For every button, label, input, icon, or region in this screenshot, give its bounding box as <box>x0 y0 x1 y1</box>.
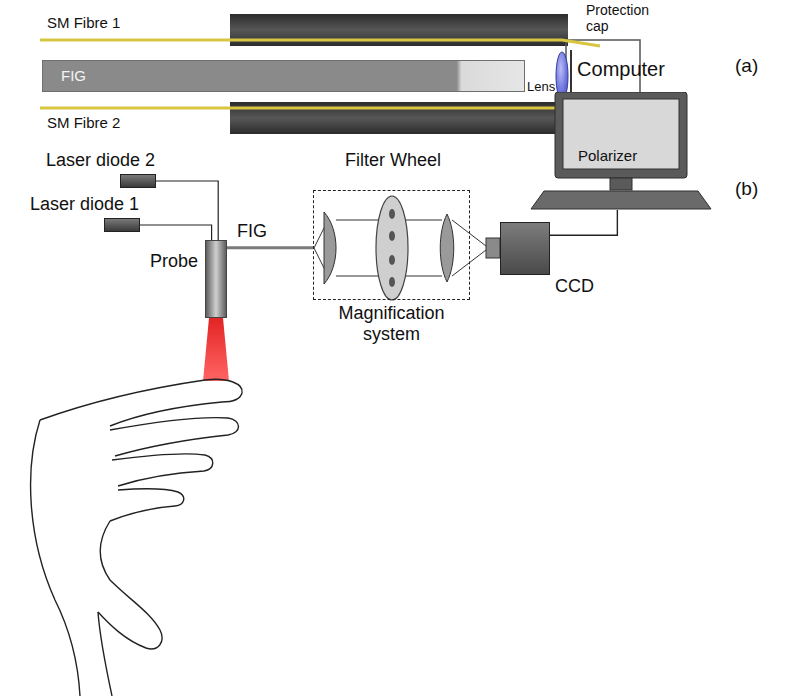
node-label: CCD <box>555 276 594 297</box>
node-label: FIG <box>61 67 86 84</box>
ccd-adapter <box>486 238 500 258</box>
lens <box>440 214 454 282</box>
hand <box>31 420 80 696</box>
sm-fibre <box>40 102 600 108</box>
connector-line <box>550 210 617 235</box>
ccd-camera: CCD <box>500 222 550 275</box>
sm-fibre <box>40 40 600 46</box>
panel-label: (a) <box>735 55 758 77</box>
hand <box>31 379 243 696</box>
magnification-optics <box>452 220 486 246</box>
node-label: Probe <box>150 251 198 272</box>
probe: Probe <box>205 240 227 318</box>
fibre-image-guide <box>227 246 313 249</box>
monitor-stand <box>610 178 632 190</box>
monitor <box>555 92 687 178</box>
part-label: Lens <box>527 80 555 95</box>
panel-label: (b) <box>735 178 758 200</box>
lens <box>324 212 336 284</box>
magnification-optics <box>452 250 486 276</box>
node-label: Computer <box>530 58 712 81</box>
filter-wheel <box>376 196 408 300</box>
part-label: Protection cap <box>586 2 662 34</box>
magnification-system: Magnification system <box>313 190 470 300</box>
magnification-optics <box>389 209 395 219</box>
magnification-optics <box>389 231 395 241</box>
connector-label: FIG <box>235 221 269 242</box>
hand <box>98 521 162 649</box>
hand <box>110 489 184 521</box>
laser-diode: Laser diode 1 <box>104 218 140 232</box>
magnification-optics <box>389 277 395 287</box>
hand <box>40 379 242 426</box>
hand <box>110 418 239 456</box>
laser-beam <box>203 318 229 381</box>
connector-line <box>140 225 212 240</box>
monitor-screen <box>563 99 679 169</box>
keyboard <box>531 191 711 209</box>
laser-diode: Laser diode 2 <box>120 174 156 188</box>
part-label: Polarizer <box>578 147 637 164</box>
fibre-image-guide: FIG <box>42 60 525 92</box>
magnification-optics <box>389 255 395 265</box>
part-label: Filter Wheel <box>345 150 441 171</box>
fibre-label: SM Fibre 2 <box>47 114 120 131</box>
setup-illustration <box>31 196 500 696</box>
node-label: Laser diode 1 <box>30 194 139 215</box>
hand <box>98 612 112 696</box>
magnification-optics <box>314 196 486 300</box>
hand <box>112 454 213 486</box>
connector-line <box>156 181 218 240</box>
probe-cross-section <box>40 14 640 146</box>
node-label: Magnification system <box>314 303 469 344</box>
fibre-label: SM Fibre 1 <box>47 14 120 31</box>
node-label: Laser diode 2 <box>46 150 155 171</box>
